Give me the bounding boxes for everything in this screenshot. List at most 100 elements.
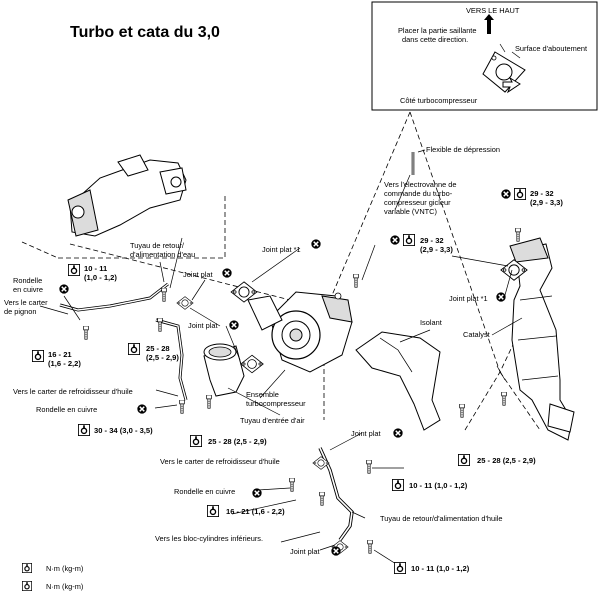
label-gasket-lower: Joint plat [351, 429, 381, 438]
torque-wrench-icon [68, 264, 80, 276]
label-water-return-2: d'alimentation d'eau [130, 250, 195, 259]
torque-value: 25 - 28 (2,5 - 2,9) [208, 437, 267, 446]
torque-value: 10 - 11 (1,0 - 1,2) [411, 564, 470, 573]
torque-wrench-icon [128, 343, 140, 355]
label-turbo-assembly-1: Ensemble [246, 390, 279, 399]
torque-wrench-icon [514, 188, 526, 200]
gasket-orientation-inset: VERS LE HAUT Placer la partie saillante … [371, 1, 598, 111]
label-gasket-mid: Joint plat [188, 321, 218, 330]
torque-spec-5: 25 - 28 (2,5 - 2,9) [128, 343, 179, 362]
heat-insulator [355, 331, 441, 431]
torque-wrench-icon [32, 350, 44, 362]
bolt-icon [515, 228, 521, 242]
bolt-icon [367, 540, 373, 554]
label-vntc-3: compresseur gicleur [384, 198, 451, 207]
label-washer-upper: Rondelle en cuivre [36, 405, 97, 414]
label-washer-lower: Rondelle en cuivre [174, 487, 235, 496]
do-not-reuse-icon [229, 320, 239, 330]
torque-wrench-icon [190, 435, 202, 447]
label-oil-return: Tuyau de retour/d'alimentation d'huile [380, 514, 503, 523]
catalyst-converter [509, 237, 575, 441]
torque-spec-10: 16 - 21 (1,6 - 2,2) [207, 505, 285, 517]
do-not-reuse-icon [501, 189, 511, 199]
inset-up-label: VERS LE HAUT [466, 6, 520, 15]
do-not-reuse-icon [311, 239, 321, 249]
torque-spec-9: 10 - 11 (1,0 - 1,2) [392, 479, 468, 491]
label-insulator: Isolant [420, 318, 442, 327]
inset-mating-surface: Surface d'aboutement [515, 44, 587, 53]
do-not-reuse-icon [252, 488, 262, 498]
oil-pipe [318, 447, 354, 541]
page-title: Turbo et cata du 3,0 [70, 24, 220, 41]
legend: N·m (kg-m) N·m (kg-m) [22, 563, 83, 591]
bolt-icon [459, 404, 465, 418]
torque-spec-2: 29 - 32 (2,9 - 3,3) [514, 188, 563, 207]
label-gear-cover-1: Vers le carter [4, 298, 48, 307]
torque-value: 29 - 32 [420, 236, 444, 245]
label-gasket-1-top: Joint plat *1 [262, 245, 301, 254]
label-oil-cooler-lower: Vers le carter de refroidisseur d'huile [160, 457, 280, 466]
torque-value: 29 - 32 [530, 189, 554, 198]
bolt-icon [319, 492, 325, 506]
torque-value-kgm: (2,9 - 3,3) [420, 245, 453, 254]
torque-value-kgm: (1,6 - 2,2) [48, 359, 81, 368]
part-labels: Flexible de dépression Vers l'electrovan… [4, 145, 503, 556]
label-catalyst: Catalyst [463, 330, 490, 339]
inset-compressor-side: Côté turbocompresseur [400, 96, 478, 105]
torque-wrench-icon [22, 581, 32, 591]
label-vntc-2: commande du turbo- [384, 189, 453, 198]
torque-value: 16 - 21 [48, 350, 72, 359]
do-not-reuse-icon [137, 404, 147, 414]
label-vntc-1: Vers l'electrovanne de [384, 180, 457, 189]
torque-value-kgm: (2,5 - 2,9) [146, 353, 179, 362]
torque-spec-8: 25 - 28 (2,5 - 2,9) [458, 454, 536, 466]
torque-wrench-icon [403, 234, 415, 246]
label-cylinder-block: Vers les bloc-cylindres inférieurs. [155, 534, 263, 543]
air-inlet-pipe [203, 343, 245, 397]
do-not-reuse-icon [390, 235, 400, 245]
bolt-icon [161, 288, 167, 302]
bolt-icon [206, 395, 212, 409]
torque-value: 25 - 28 [146, 344, 170, 353]
torque-spec-1: 10 - 11 (1,0 - 1,2) [68, 264, 117, 282]
do-not-reuse-icon [393, 428, 403, 438]
legend-nm-kgm-1: N·m (kg-m) [46, 564, 83, 573]
leader-lines [39, 149, 523, 570]
torque-spec-11: 10 - 11 (1,0 - 1,2) [394, 562, 470, 574]
gasket-turbo-outlet-icon [240, 354, 264, 374]
gasket-oil-upper-icon [312, 456, 330, 470]
torque-value-kgm: (2,9 - 3,3) [530, 198, 563, 207]
torque-spec-3: 29 - 32 (2,9 - 3,3) [403, 234, 453, 254]
label-vntc-4: variable (VNTC) [384, 207, 437, 216]
label-vacuum-hose: Flexible de dépression [426, 145, 500, 154]
gasket-water-icon [176, 296, 194, 310]
label-gear-cover-2: de pignon [4, 307, 36, 316]
torque-value: 10 - 11 (1,0 - 1,2) [409, 481, 468, 490]
bolt-icon [366, 460, 372, 474]
label-gasket-1-right: Joint plat *1 [449, 294, 488, 303]
exhaust-manifold [67, 154, 187, 237]
torque-wrench-icon [394, 562, 406, 574]
inset-direction-note-2: dans cette direction. [402, 35, 468, 44]
do-not-reuse-icon [331, 546, 341, 556]
torque-spec-4: 16 - 21 (1,6 - 2,2) [32, 350, 81, 368]
water-pipe [59, 282, 188, 401]
label-water-return-1: Tuyau de retour/ [130, 241, 185, 250]
torque-value: 25 - 28 (2,5 - 2,9) [477, 456, 536, 465]
do-not-reuse-icon [59, 284, 69, 294]
bolt-icon [353, 274, 359, 288]
do-not-reuse-icon [222, 268, 232, 278]
torque-wrench-icon [78, 424, 90, 436]
torque-spec-7: 25 - 28 (2,5 - 2,9) [190, 435, 267, 447]
bolt-icon [83, 326, 89, 340]
label-washer-2: en cuivre [13, 285, 43, 294]
torque-wrench-icon [392, 479, 404, 491]
bolt-icon [501, 392, 507, 406]
bolt-icon [179, 400, 185, 414]
legend-nm-kgm-2: N·m (kg-m) [46, 582, 83, 591]
label-gasket-bottom: Joint plat [290, 547, 320, 556]
up-arrow-icon [484, 14, 494, 34]
inset-direction-note-1: Placer la partie saillante [398, 26, 476, 35]
compressor-side-arrow-icon [502, 76, 521, 94]
